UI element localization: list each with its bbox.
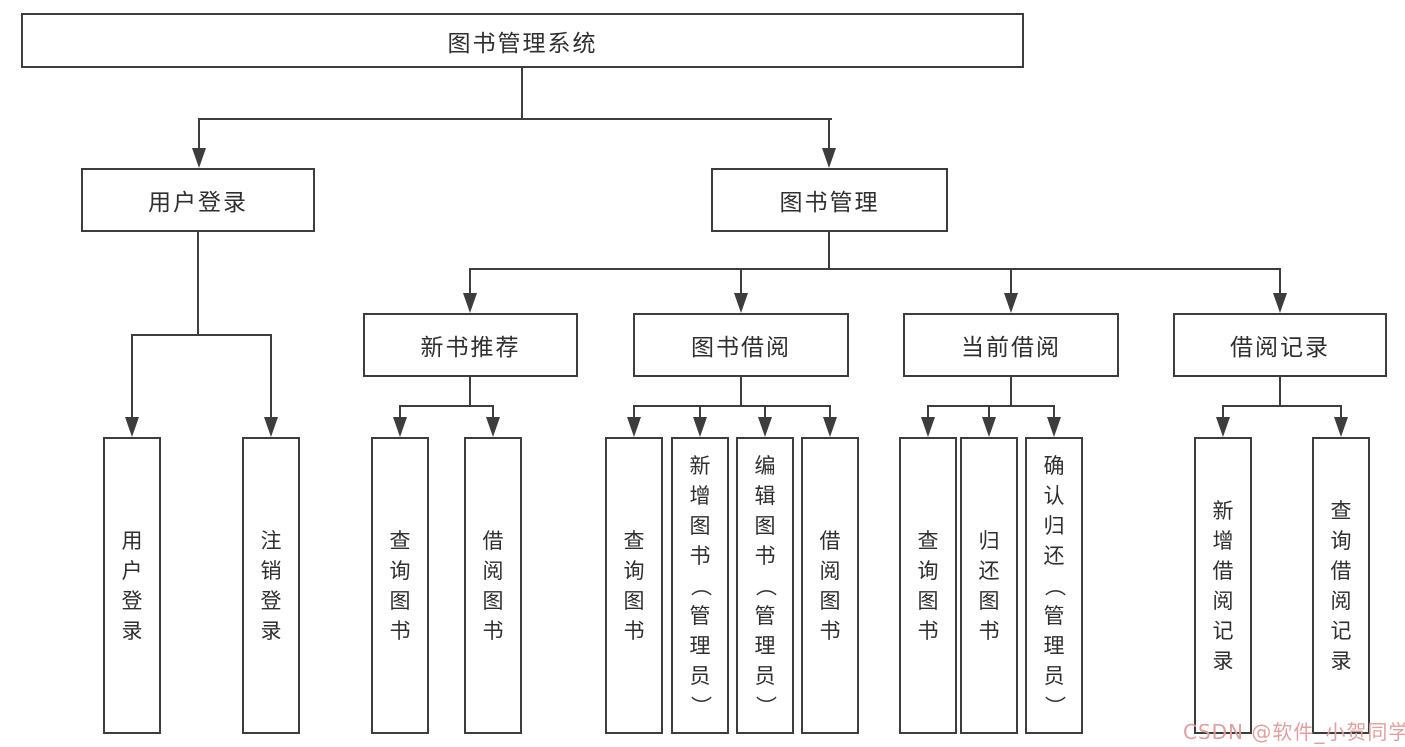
leaf-label: 查询图书 — [623, 528, 645, 643]
node-current-borrow-label: 当前借阅 — [961, 335, 1061, 361]
connector-line — [469, 268, 1281, 270]
node-root-label: 图书管理系统 — [447, 30, 598, 57]
leaf-label: 查询图书 — [389, 528, 411, 643]
connector-line — [1222, 405, 1342, 407]
leaf-edit-book-admin: 编辑图书（管理员） — [736, 437, 794, 734]
connector-line — [469, 270, 471, 295]
arrow-down — [921, 417, 935, 437]
leaf-logout: 注销登录 — [242, 437, 300, 734]
watermark: CSDN @软件_小贺同学 — [1183, 720, 1405, 744]
arrow-down — [693, 417, 707, 437]
connector-line — [740, 270, 742, 295]
connector-line — [633, 405, 831, 407]
node-user-login-label: 用户登录 — [148, 190, 248, 216]
leaf-label: 用户登录 — [121, 528, 143, 643]
connector-line — [131, 336, 133, 419]
connector-line — [1053, 407, 1055, 419]
connector-line — [521, 68, 523, 119]
leaf-query-borrow-record: 查询借阅记录 — [1312, 437, 1370, 734]
leaf-borrow-books-1: 借阅图书 — [464, 437, 522, 734]
node-user-login: 用户登录 — [81, 168, 315, 232]
leaf-user-login: 用户登录 — [103, 437, 161, 734]
connector-line — [1279, 377, 1281, 405]
connector-line — [740, 377, 742, 405]
leaf-add-borrow-record: 新增借阅记录 — [1194, 437, 1252, 734]
arrow-down — [758, 417, 772, 437]
connector-line — [1222, 407, 1224, 419]
leaf-label: 新增借阅记录 — [1212, 498, 1234, 673]
arrow-down — [463, 293, 477, 313]
connector-line — [197, 232, 199, 336]
connector-line — [469, 377, 471, 405]
leaf-add-book-admin: 新增图书（管理员） — [671, 437, 729, 734]
arrow-down — [734, 293, 748, 313]
connector-line — [988, 407, 990, 419]
arrow-down — [1047, 417, 1061, 437]
connector-line — [699, 407, 701, 419]
connector-line — [828, 232, 830, 268]
leaf-label: 借阅图书 — [819, 528, 841, 643]
leaf-confirm-return-admin: 确认归还（管理员） — [1025, 437, 1083, 734]
node-root: 图书管理系统 — [21, 13, 1024, 68]
arrow-down — [393, 417, 407, 437]
connector-line — [1010, 377, 1012, 405]
leaf-label: 查询借阅记录 — [1330, 498, 1352, 673]
arrow-down — [486, 417, 500, 437]
node-book-management: 图书管理 — [711, 168, 948, 232]
leaf-label: 查询图书 — [917, 528, 939, 643]
arrow-down — [822, 148, 836, 168]
arrow-down — [192, 148, 206, 168]
leaf-query-books-2: 查询图书 — [605, 437, 663, 734]
leaf-borrow-books-2: 借阅图书 — [801, 437, 859, 734]
node-new-book-recommend: 新书推荐 — [363, 313, 578, 377]
leaf-query-books-3: 查询图书 — [899, 437, 957, 734]
connector-line — [1340, 407, 1342, 419]
connector-line — [1279, 270, 1281, 295]
arrow-down — [125, 417, 139, 437]
connector-line — [1010, 270, 1012, 295]
connector-line — [270, 336, 272, 419]
leaf-label: 新增图书（管理员） — [688, 453, 712, 717]
node-new-book-recommend-label: 新书推荐 — [420, 335, 521, 361]
leaf-label: 归还图书 — [978, 528, 1000, 643]
arrow-down — [1004, 293, 1018, 313]
arrow-down — [264, 417, 278, 437]
arrow-down — [1273, 293, 1287, 313]
node-book-borrow: 图书借阅 — [633, 313, 849, 377]
arrow-down — [982, 417, 996, 437]
arrow-down — [627, 417, 641, 437]
leaf-return-book: 归还图书 — [960, 437, 1018, 734]
node-book-borrow-label: 图书借阅 — [691, 335, 791, 361]
connector-line — [927, 407, 929, 419]
leaf-label: 借阅图书 — [482, 528, 504, 643]
arrow-down — [1216, 417, 1230, 437]
leaf-query-books-1: 查询图书 — [371, 437, 429, 734]
arrow-down — [1334, 417, 1348, 437]
node-current-borrow: 当前借阅 — [903, 313, 1119, 377]
connector-line — [633, 407, 635, 419]
connector-line — [927, 405, 1055, 407]
connector-line — [198, 120, 200, 150]
connector-line — [828, 120, 830, 150]
connector-line — [198, 118, 832, 120]
connector-line — [399, 407, 401, 419]
connector-line — [764, 407, 766, 419]
leaf-label: 注销登录 — [260, 528, 282, 643]
node-book-management-label: 图书管理 — [779, 190, 880, 216]
connector-line — [492, 407, 494, 419]
connector-line — [399, 405, 494, 407]
arrow-down — [823, 417, 837, 437]
leaf-label: 确认归还（管理员） — [1042, 453, 1066, 717]
connector-line — [829, 407, 831, 419]
node-borrow-records-label: 借阅记录 — [1230, 335, 1330, 361]
leaf-label: 编辑图书（管理员） — [753, 453, 777, 717]
node-borrow-records: 借阅记录 — [1173, 313, 1387, 377]
connector-line — [131, 334, 272, 336]
